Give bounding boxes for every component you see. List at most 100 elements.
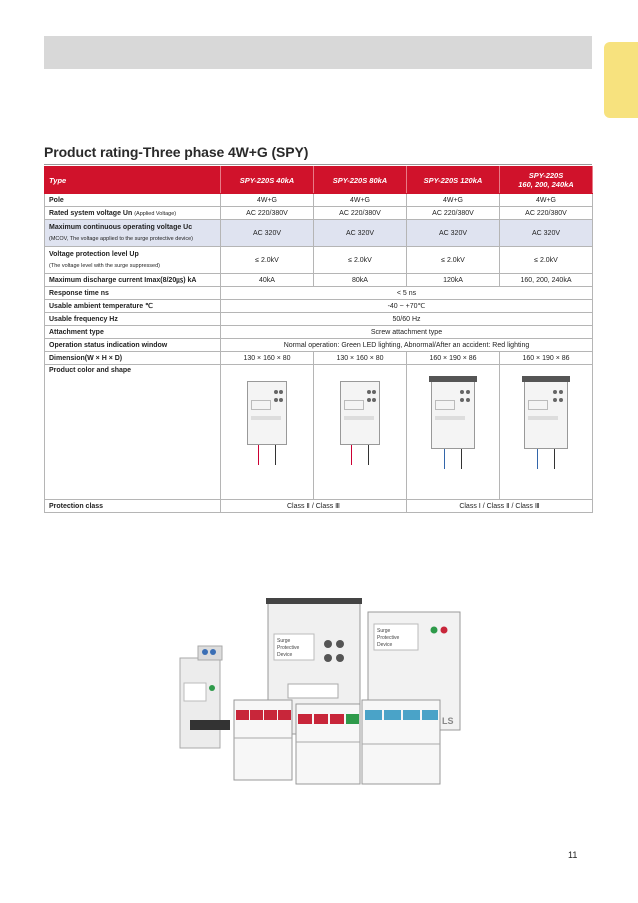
table-cell: AC 220/380V [499,206,593,220]
enclosure-top [197,645,223,661]
row-label-main: Rated system voltage Un [49,209,133,217]
header-80ka: SPY-220S 80kA [313,166,407,194]
product-image-cell [499,364,593,500]
spd-device-image [429,376,477,449]
header-type: Type [44,166,221,194]
header-40ka: SPY-220S 40kA [220,166,314,194]
table-cell: AC 320V [220,219,314,247]
device-label-plate [373,623,419,651]
indicator-icon [324,654,332,662]
connector-icon [202,649,208,655]
device-label-line: Protective [377,635,399,641]
row-label: Pole [44,193,221,207]
row-label: Response time ns [44,286,221,300]
device-label-plate [273,633,315,661]
product-image-cell [313,364,407,500]
device-label-line: Protective [277,645,299,651]
row-label-sub: (MCOV, The voltage applied to the surge … [49,236,193,242]
row-label-sub: (Applied Voltage) [134,210,177,217]
indicator-icon [324,640,332,648]
header-240ka-ratings: 160, 200, 240kA [518,180,574,189]
section-title: Product rating-Three phase 4W+G (SPY) [44,144,309,160]
table-cell: Class Ⅰ / Class Ⅱ / Class Ⅲ [406,499,593,513]
row-label: Usable frequency Hz [44,312,221,326]
table-cell: 50/60 Hz [220,312,593,326]
din-module-group [295,703,361,785]
row-label: Operation status indication window [44,338,221,352]
device-label-line: Surge [277,638,291,644]
warning-label [287,683,339,699]
device-wires [444,449,462,469]
status-led-icon [430,626,438,634]
table-cell: 4W+G [499,193,593,207]
product-image-cell [220,364,314,500]
product-image-cell [406,364,500,500]
table-cell: 120kA [406,273,500,287]
indicator-icon [336,640,344,648]
row-label: Maximum discharge current Imax(8/20㎲) kA [44,273,221,287]
table-cell: ≤ 2.0kV [406,246,500,274]
mounting-bracket [266,598,362,604]
table-row: Usable frequency Hz 50/60 Hz [44,312,593,326]
table-cell: AC 220/380V [313,206,407,220]
table-row: Response time ns < 5 ns [44,286,593,300]
spec-table: Type SPY-220S 40kA SPY-220S 80kA SPY-220… [44,166,593,513]
table-row: Voltage protection level Up (The voltage … [44,246,593,274]
device-wires [537,449,555,469]
brand-logo: LS [442,716,454,726]
device-wires [351,445,369,465]
header-120ka: SPY-220S 120kA [406,166,500,194]
product-photo: Surge Protective Device Surge Protective… [179,598,461,785]
device-label-plate [183,682,207,702]
table-cell: 40kA [220,273,314,287]
device-label-line: Device [277,652,293,658]
table-cell: 4W+G [313,193,407,207]
row-label-main: Voltage protection level Up [49,251,139,258]
chapter-tab[interactable] [604,42,638,118]
table-row: Protection class Class Ⅱ / Class Ⅲ Class… [44,499,593,513]
table-row: Product color and shape [44,364,593,500]
table-cell: < 5 ns [220,286,593,300]
table-row: Usable ambient temperature ℃ -40 ~ +70℃ [44,299,593,313]
header-240ka-model: SPY-220S [528,171,564,180]
table-cell: Screw attachment type [220,325,593,339]
table-cell: AC 320V [313,219,407,247]
table-row: Operation status indication window Norma… [44,338,593,352]
row-label: Dimension(W × H × D) [44,351,221,365]
row-label: Usable ambient temperature ℃ [44,299,221,313]
table-cell: AC 220/380V [406,206,500,220]
table-cell: ≤ 2.0kV [313,246,407,274]
table-row: Maximum discharge current Imax(8/20㎲) kA… [44,273,593,287]
table-cell: 160 × 190 × 86 [406,351,500,365]
table-cell: AC 220/380V [220,206,314,220]
page-number: 11 [568,850,578,860]
title-divider [44,164,592,165]
table-cell: 4W+G [406,193,500,207]
row-label: Maximum continuous operating voltage Uc (… [44,219,221,247]
table-cell: 160, 200, 240kA [499,273,593,287]
device-label-line: Device [377,642,393,648]
row-label-sub: (The voltage level with the surge suppre… [49,263,160,269]
table-cell: 130 × 160 × 80 [313,351,407,365]
status-led-icon [209,685,215,691]
din-module-group [233,699,293,781]
row-label: Attachment type [44,325,221,339]
table-header-row: Type SPY-220S 40kA SPY-220S 80kA SPY-220… [44,166,593,194]
table-row: Pole 4W+G 4W+G 4W+G 4W+G [44,193,593,207]
device-label-line: Surge [377,628,391,634]
spd-device-image [522,376,570,449]
table-cell: -40 ~ +70℃ [220,299,593,313]
table-cell: 160 × 190 × 86 [499,351,593,365]
table-cell: 80kA [313,273,407,287]
table-row: Dimension(W × H × D) 130 × 160 × 80 130 … [44,351,593,365]
row-label: Voltage protection level Up (The voltage … [44,246,221,274]
table-cell: ≤ 2.0kV [499,246,593,274]
terminal-block [190,720,230,730]
row-label-main: Maximum continuous operating voltage Uc [49,224,193,231]
table-cell: 4W+G [220,193,314,207]
row-label: Protection class [44,499,221,513]
table-cell: AC 320V [406,219,500,247]
connector-icon [210,649,216,655]
device-wires [258,445,276,465]
